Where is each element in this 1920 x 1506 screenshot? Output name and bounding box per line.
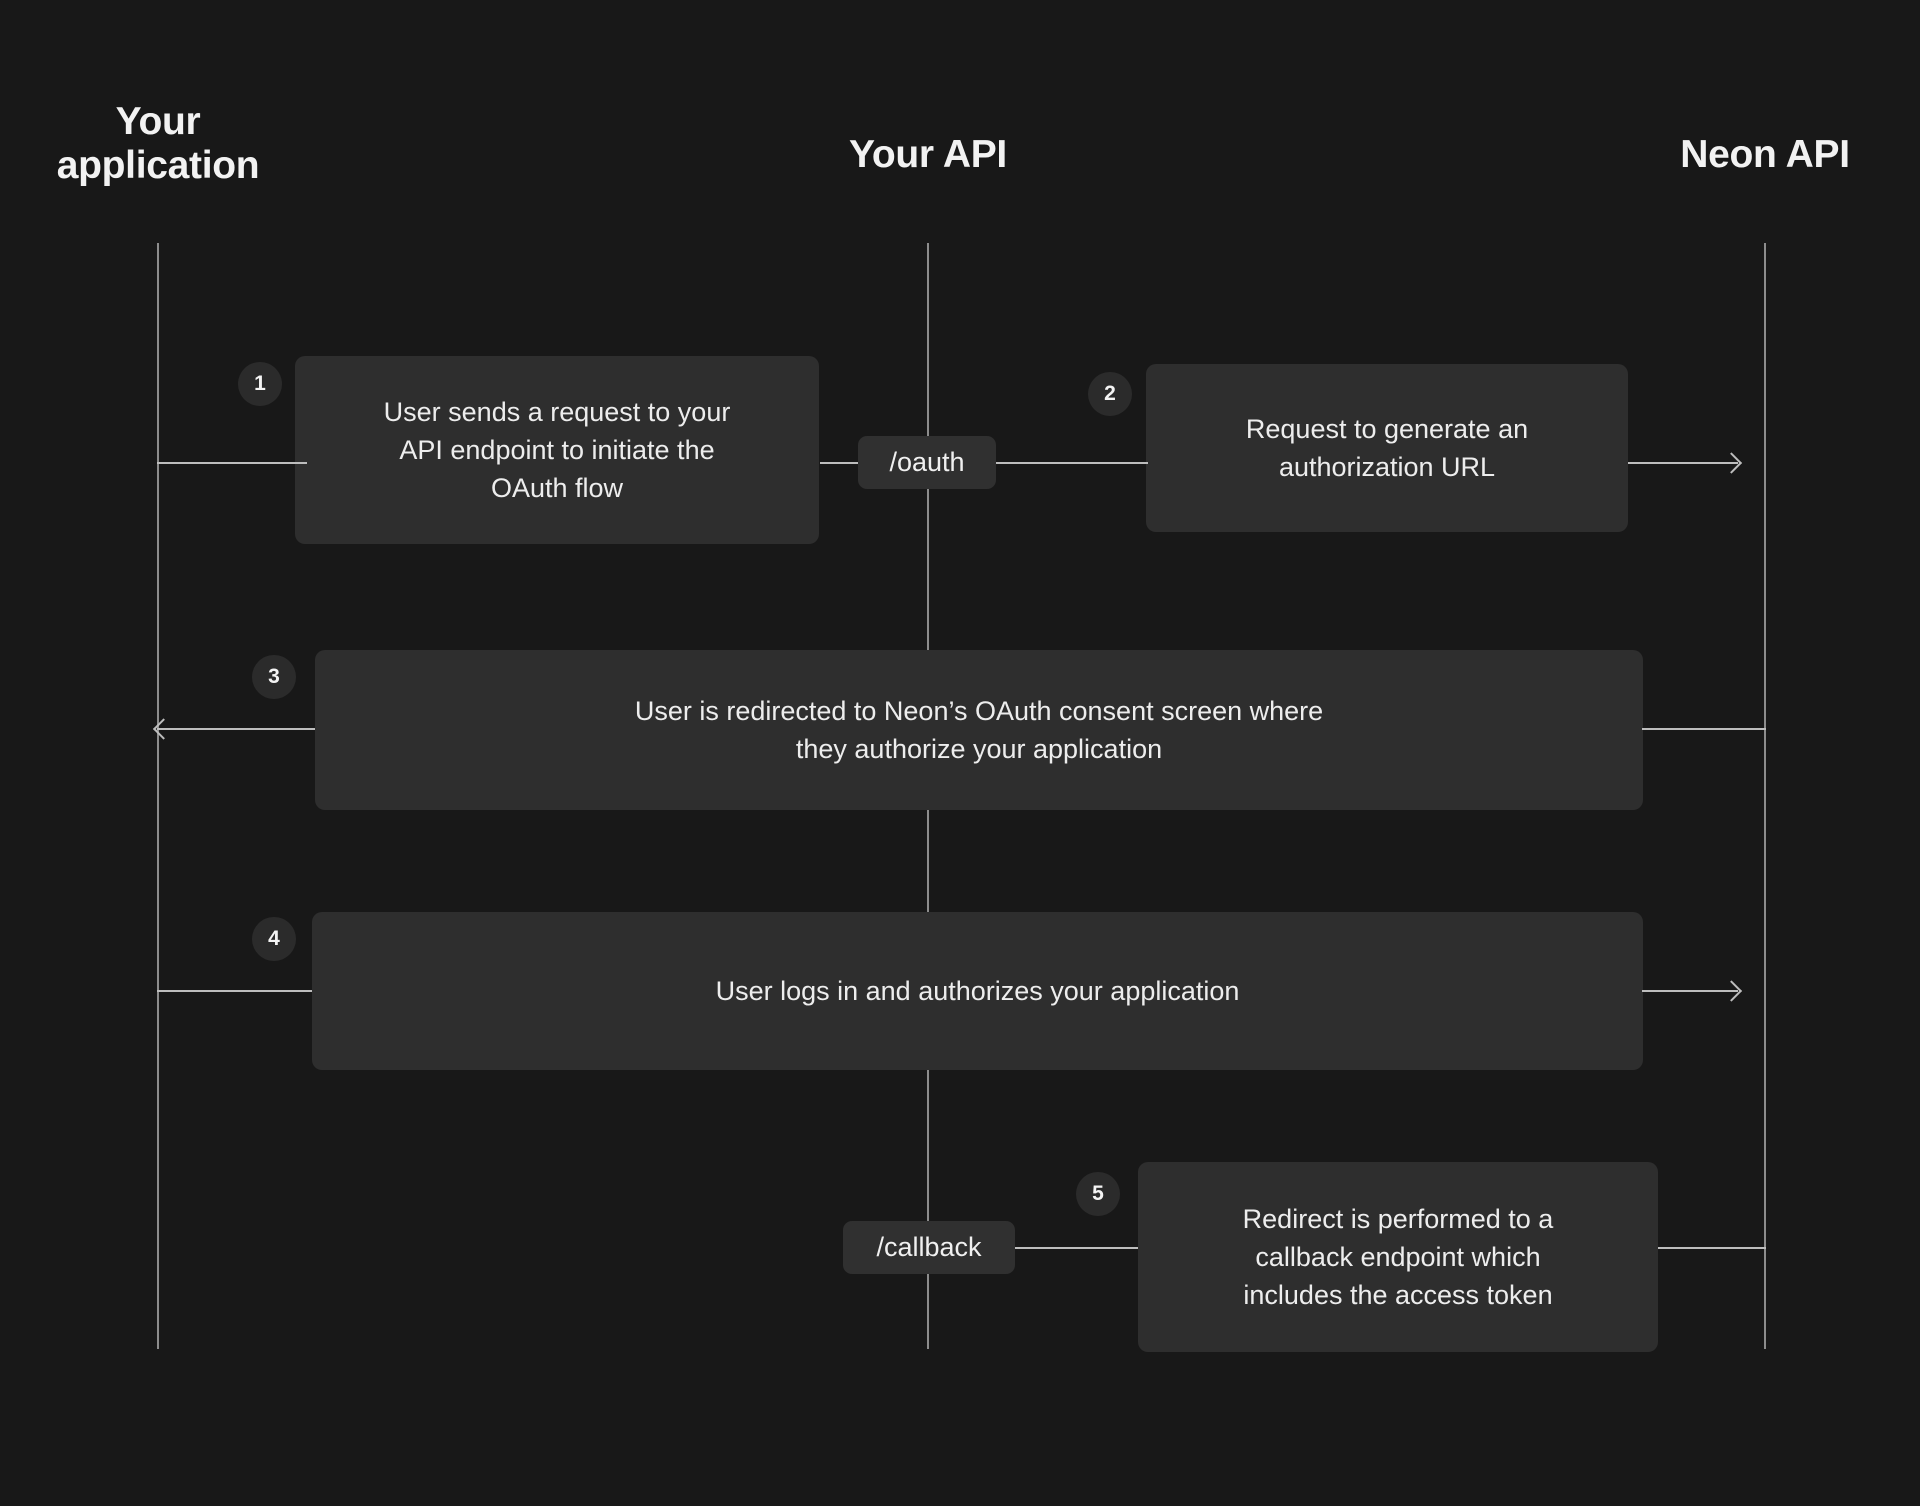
step-badge-2: 2 [1088, 372, 1132, 416]
endpoint-chip-oauth[interactable]: /oauth [858, 436, 996, 489]
connector-step-4-outbound [1642, 990, 1738, 992]
step-text-4: User logs in and authorizes your applica… [715, 975, 1240, 1006]
step-text-2: Request to generate an authorization URL [1245, 413, 1529, 482]
step-box-2: Request to generate an authorization URL [1146, 364, 1628, 532]
step-box-3: User is redirected to Neon’s OAuth conse… [315, 650, 1643, 810]
lifeline-neon-api [1764, 243, 1766, 1349]
connector-step-4-inbound [157, 990, 312, 992]
connector-step-3-outbound [157, 728, 315, 730]
connector-step-1-outbound [820, 462, 870, 464]
connector-step-3-inbound [1642, 728, 1766, 730]
actor-label-neon-api: Neon API [1680, 133, 1850, 176]
actor-label-your-application: Your application [56, 100, 260, 187]
step-text-3: User is redirected to Neon’s OAuth conse… [634, 695, 1324, 764]
step-badge-1: 1 [238, 362, 282, 406]
actor-label-your-api: Your API [849, 133, 1007, 176]
step-badge-5: 5 [1076, 1172, 1120, 1216]
step-text-5: Redirect is performed to a callback endp… [1242, 1203, 1554, 1311]
endpoint-chip-callback[interactable]: /callback [843, 1221, 1015, 1274]
connector-step-2-outbound [1628, 462, 1738, 464]
connector-step-2-inbound [996, 462, 1148, 464]
lifeline-your-application [157, 243, 159, 1349]
step-text-1: User sends a request to your API endpoin… [383, 396, 731, 504]
step-badge-4: 4 [252, 917, 296, 961]
connector-step-5-outbound [996, 1247, 1138, 1249]
step-box-4: User logs in and authorizes your applica… [312, 912, 1643, 1070]
step-box-1: User sends a request to your API endpoin… [295, 356, 819, 544]
step-box-5: Redirect is performed to a callback endp… [1138, 1162, 1658, 1352]
step-badge-3: 3 [252, 655, 296, 699]
connector-step-5-inbound [1658, 1247, 1766, 1249]
connector-step-1-inbound [157, 462, 307, 464]
